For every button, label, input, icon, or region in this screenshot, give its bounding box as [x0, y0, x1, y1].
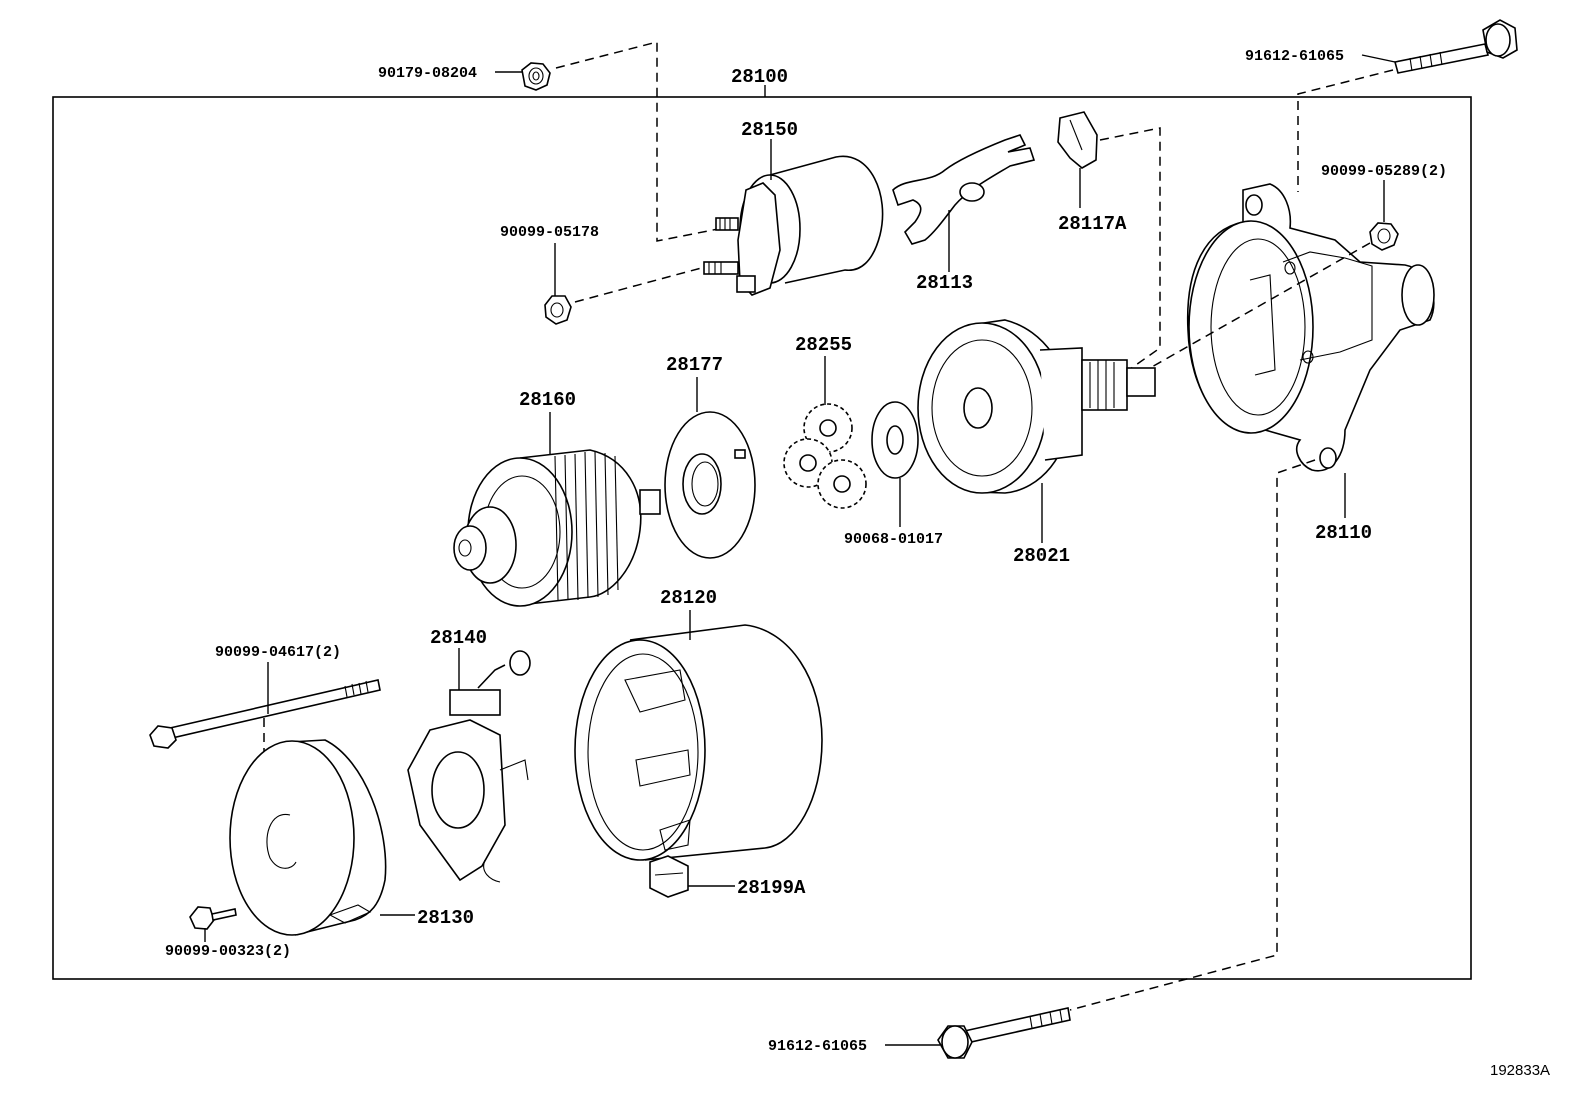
label-28110: 28110: [1315, 522, 1372, 544]
label-90099-05289: 90099-05289(2): [1321, 163, 1447, 180]
label-28117A: 28117A: [1058, 213, 1127, 235]
brush-holder-28140: [407, 650, 531, 883]
label-90099-04617: 90099-04617(2): [215, 644, 341, 661]
nut-90099-05178: [544, 295, 572, 325]
label-28160: 28160: [519, 389, 576, 411]
solenoid-28150: [703, 155, 884, 296]
label-28021: 28021: [1013, 545, 1070, 567]
label-90099-05178: 90099-05178: [500, 224, 599, 241]
yoke-28120: [574, 624, 823, 861]
label-28120: 28120: [660, 587, 717, 609]
bolt-91612-61065-top: [1394, 19, 1518, 74]
washer-90068-01017: [871, 401, 919, 479]
label-28140: 28140: [430, 627, 487, 649]
plate-28177: [664, 411, 756, 559]
label-28150: 28150: [741, 119, 798, 141]
label-28113: 28113: [916, 272, 973, 294]
label-90068-01017: 90068-01017: [844, 531, 943, 548]
nut-90099-05289: [1369, 222, 1399, 251]
assembly-boundary: [52, 96, 1472, 980]
shift-lever-28113: [892, 134, 1036, 245]
through-bolt-90099-04617: [149, 679, 381, 749]
bolt-91612-61065-bottom: [937, 1007, 1071, 1059]
label-91612-61065-bottom: 91612-61065: [768, 1038, 867, 1055]
planetary-gears-28255: [783, 403, 867, 509]
label-28100: 28100: [731, 66, 788, 88]
label-91612-61065-top: 91612-61065: [1245, 48, 1344, 65]
label-28177: 28177: [666, 354, 723, 376]
figure-number: 192833A: [1490, 1062, 1550, 1079]
label-28130: 28130: [417, 907, 474, 929]
end-frame-28130: [229, 739, 387, 936]
label-28255: 28255: [795, 334, 852, 356]
housing-28110: [1186, 183, 1435, 472]
armature-28160: [453, 449, 661, 607]
clutch-28021: [917, 319, 1156, 494]
label-28199A: 28199A: [737, 877, 806, 899]
screw-90099-00323: [189, 906, 237, 930]
nut-90179-08204: [521, 62, 551, 91]
clip-28117A: [1057, 111, 1098, 169]
grommet-28199A: [649, 855, 689, 898]
label-90179-08204: 90179-08204: [378, 65, 477, 82]
label-90099-00323: 90099-00323(2): [165, 943, 291, 960]
